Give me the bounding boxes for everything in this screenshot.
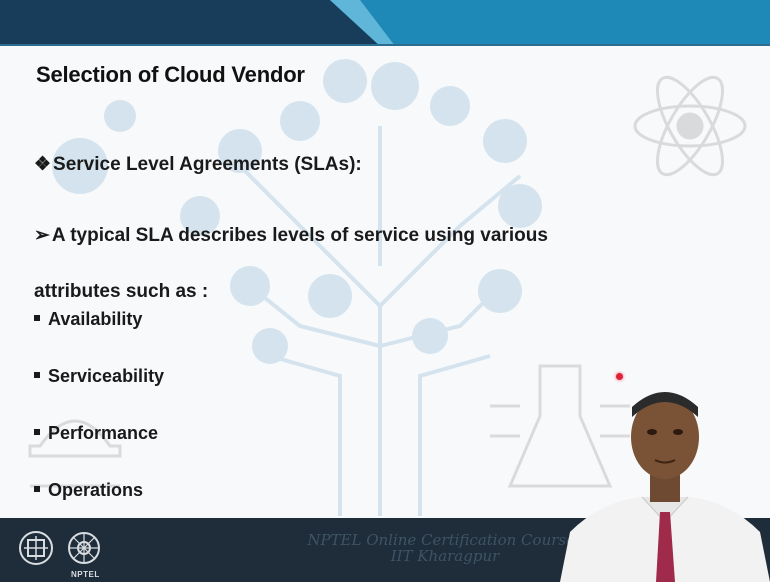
nptel-label: NPTEL xyxy=(71,570,100,579)
list-item-label: Availability xyxy=(48,309,143,329)
arrow-bullet-icon: ➢ xyxy=(34,225,50,246)
list-item: Performance xyxy=(34,419,164,476)
laser-pointer-dot xyxy=(616,373,623,380)
description-text: A typical SLA describes levels of servic… xyxy=(34,225,548,302)
list-item: Availability xyxy=(34,305,164,362)
square-bullet-icon xyxy=(34,429,40,436)
list-item: Serviceability xyxy=(34,362,164,419)
attribute-list: Availability Serviceability Performance … xyxy=(34,305,164,533)
list-item-label: Performance xyxy=(48,423,159,443)
list-item: Operations xyxy=(34,476,164,533)
background-artwork xyxy=(28,59,747,516)
nptel-logo-icon xyxy=(68,532,100,564)
top-banner xyxy=(0,0,770,46)
square-bullet-icon xyxy=(34,315,40,322)
section-heading: ❖Service Level Agreements (SLAs): xyxy=(34,153,362,176)
course-line-1: NPTEL Online Certification Courses xyxy=(307,531,583,549)
tree-circuit-icon xyxy=(238,126,522,516)
square-bullet-icon xyxy=(34,372,40,379)
slide-title: Selection of Cloud Vendor xyxy=(36,62,305,87)
square-bullet-icon xyxy=(34,486,40,493)
section-heading-text: Service Level Agreements (SLAs): xyxy=(53,154,362,175)
atom-icon xyxy=(633,75,747,177)
list-item-label: Operations xyxy=(48,480,144,500)
iit-kharagpur-logo-icon xyxy=(19,531,53,565)
course-line-2: IIT Kharagpur xyxy=(390,547,500,565)
presenter-video xyxy=(560,392,770,582)
flask-circuit-icon xyxy=(490,364,630,488)
list-item-label: Serviceability xyxy=(48,366,165,386)
course-caption: NPTEL Online Certification Courses IIT K… xyxy=(300,532,590,564)
diamond-bullet-icon: ❖ xyxy=(34,154,52,175)
gear-icon xyxy=(52,100,136,194)
description-paragraph: ➢A typical SLA describes levels of servi… xyxy=(34,208,634,320)
